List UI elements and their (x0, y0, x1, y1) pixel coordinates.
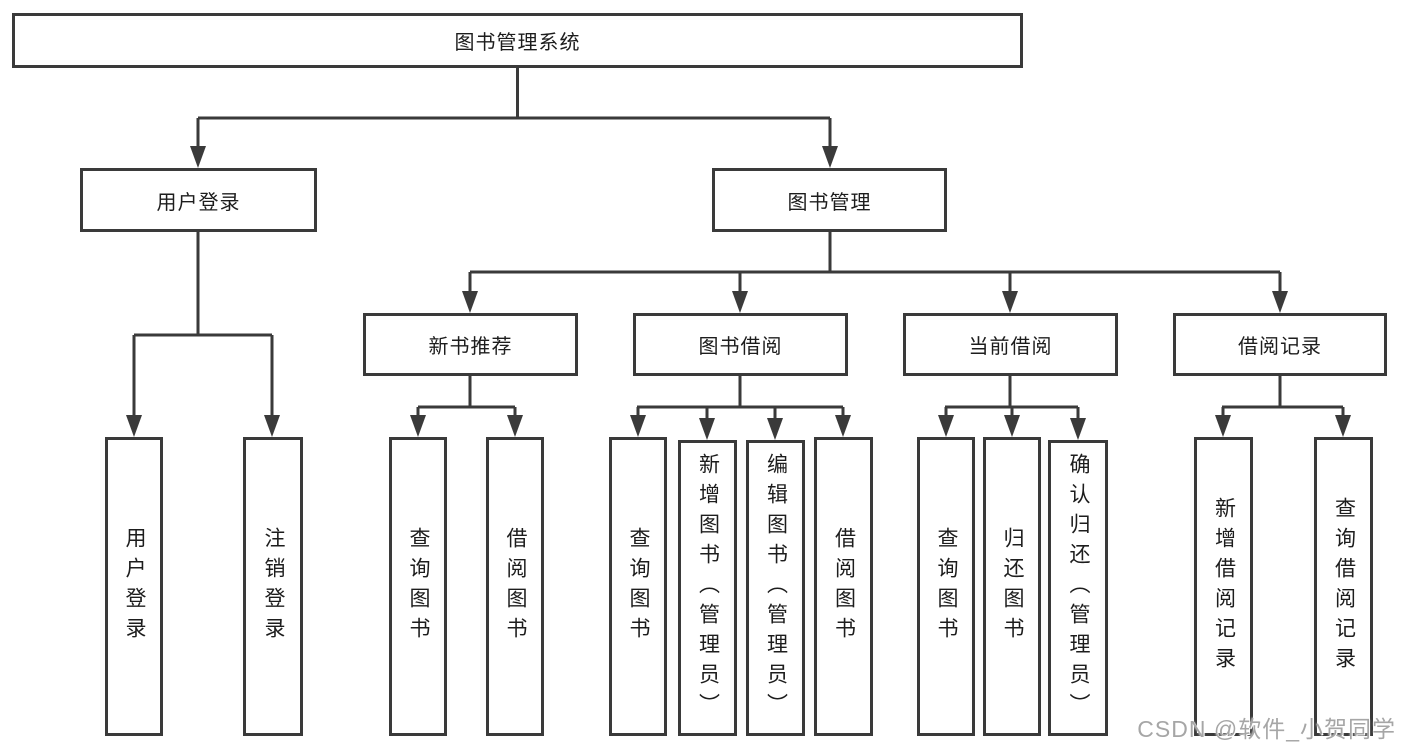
node-user-login: 用户登录 (80, 168, 317, 232)
leaf-add-borrow-record-label: 新增借阅记录 (1212, 496, 1236, 677)
leaf-current-query-books-label: 查询图书 (935, 526, 958, 647)
leaf-edit-books-admin-label: 编辑图书（管理员） (764, 453, 788, 723)
leaf-logout: 注销登录 (243, 437, 303, 736)
connector-userlogin-to-leaves (132, 232, 274, 417)
leaf-user-login: 用户登录 (105, 437, 163, 736)
node-user-login-label: 用户登录 (156, 191, 241, 214)
arrowheads (126, 146, 1351, 440)
node-root-label: 图书管理系统 (454, 32, 581, 54)
leaf-add-books-admin-label: 新增图书（管理员） (696, 453, 720, 723)
node-book-management-label: 图书管理 (787, 191, 872, 214)
node-borrow-records: 借阅记录 (1173, 313, 1387, 376)
node-current-borrow: 当前借阅 (903, 313, 1118, 376)
node-current-borrow-label: 当前借阅 (968, 336, 1053, 358)
connector-borrow-to-leaves (636, 376, 845, 420)
leaf-borrow-books-label: 借阅图书 (832, 526, 856, 647)
leaf-user-login-label: 用户登录 (123, 526, 146, 647)
leaf-query-borrow-record-label: 查询借阅记录 (1332, 496, 1356, 677)
connector-root-to-level2 (196, 68, 832, 148)
leaf-confirm-return-admin: 确认归还（管理员） (1048, 440, 1108, 736)
connector-records-to-leaves (1221, 376, 1345, 417)
leaf-newbook-query-books: 查询图书 (389, 437, 447, 736)
leaf-borrow-books: 借阅图书 (814, 437, 873, 736)
leaf-current-query-books: 查询图书 (917, 437, 975, 736)
connector-bookmgmt-to-level3 (468, 232, 1282, 293)
leaf-logout-label: 注销登录 (262, 526, 285, 647)
leaf-edit-books-admin: 编辑图书（管理员） (746, 440, 805, 736)
node-book-management: 图书管理 (712, 168, 947, 232)
node-book-borrow: 图书借阅 (633, 313, 848, 376)
node-new-book-recommend-label: 新书推荐 (428, 336, 513, 358)
leaf-confirm-return-admin-label: 确认归还（管理员） (1067, 453, 1090, 723)
connector-newbook-to-leaves (416, 376, 517, 417)
leaf-borrow-query-books: 查询图书 (609, 437, 667, 736)
connector-current-to-leaves (944, 376, 1080, 420)
leaf-return-books-label: 归还图书 (1001, 526, 1024, 647)
leaf-newbook-borrow-books: 借阅图书 (486, 437, 544, 736)
leaf-newbook-borrow-books-label: 借阅图书 (504, 526, 527, 647)
leaf-query-borrow-record: 查询借阅记录 (1314, 437, 1373, 736)
node-borrow-records-label: 借阅记录 (1238, 336, 1322, 358)
csdn-watermark: CSDN @软件_小贺同学 (1137, 716, 1396, 742)
leaf-add-books-admin: 新增图书（管理员） (678, 440, 737, 736)
leaf-return-books: 归还图书 (983, 437, 1041, 736)
leaf-borrow-query-books-label: 查询图书 (627, 526, 650, 647)
node-book-borrow-label: 图书借阅 (698, 336, 783, 358)
leaf-newbook-query-books-label: 查询图书 (407, 526, 430, 647)
node-new-book-recommend: 新书推荐 (363, 313, 578, 376)
node-root: 图书管理系统 (12, 13, 1023, 68)
leaf-add-borrow-record: 新增借阅记录 (1194, 437, 1253, 736)
